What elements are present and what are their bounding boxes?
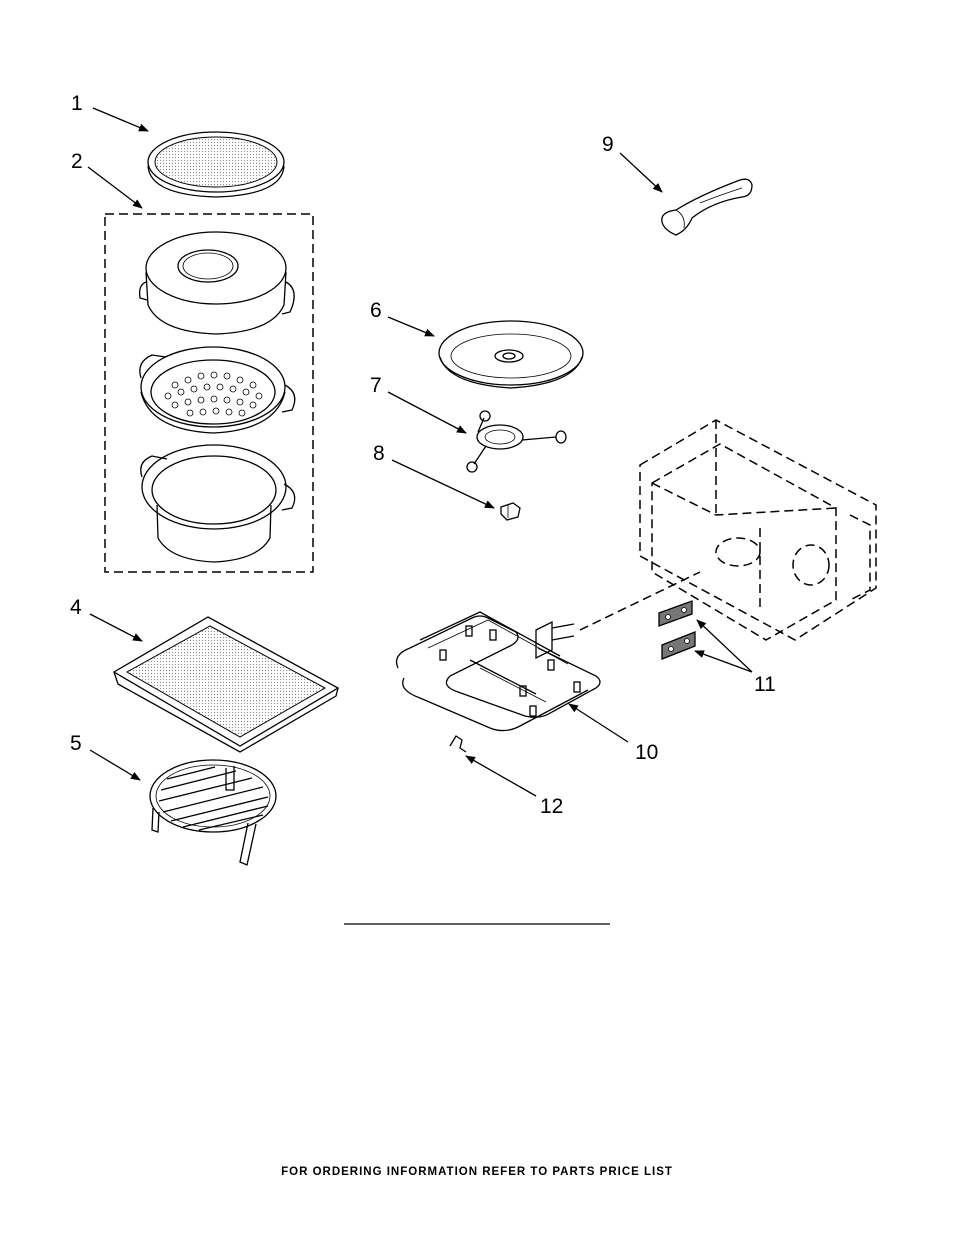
callout-11: 11 bbox=[754, 673, 776, 696]
part-7-roller-support bbox=[466, 410, 567, 473]
part-6-turntable bbox=[438, 320, 584, 389]
part-10-heating-element bbox=[395, 611, 601, 732]
callout-7: 7 bbox=[370, 374, 382, 397]
callout-6: 6 bbox=[370, 299, 382, 322]
callout-2: 2 bbox=[71, 150, 83, 173]
part-11-plates bbox=[658, 600, 696, 660]
part-12-clip bbox=[449, 735, 467, 753]
callout-12: 12 bbox=[540, 795, 563, 818]
part-5-rack bbox=[149, 759, 277, 866]
callout-8: 8 bbox=[373, 442, 385, 465]
callout-4: 4 bbox=[70, 596, 82, 619]
basket-holes bbox=[164, 371, 263, 417]
microwave-cavity-outline bbox=[579, 419, 877, 641]
callout-9: 9 bbox=[602, 133, 614, 156]
callout-1: 1 bbox=[71, 92, 83, 115]
callout-5: 5 bbox=[70, 732, 82, 755]
part-9-handle bbox=[661, 178, 753, 236]
callout-labels: 1 2 4 5 6 7 8 9 10 11 12 bbox=[70, 92, 776, 818]
callout-10: 10 bbox=[635, 741, 658, 764]
part-8-coupler bbox=[500, 502, 521, 521]
leader-lines bbox=[87, 107, 753, 797]
part-1-steamer-lid bbox=[147, 131, 285, 198]
footer-ordering-note: FOR ORDERING INFORMATION REFER TO PARTS … bbox=[281, 1166, 673, 1178]
part-2-steamer-assembly bbox=[104, 213, 314, 573]
part-4-tray bbox=[112, 616, 340, 753]
